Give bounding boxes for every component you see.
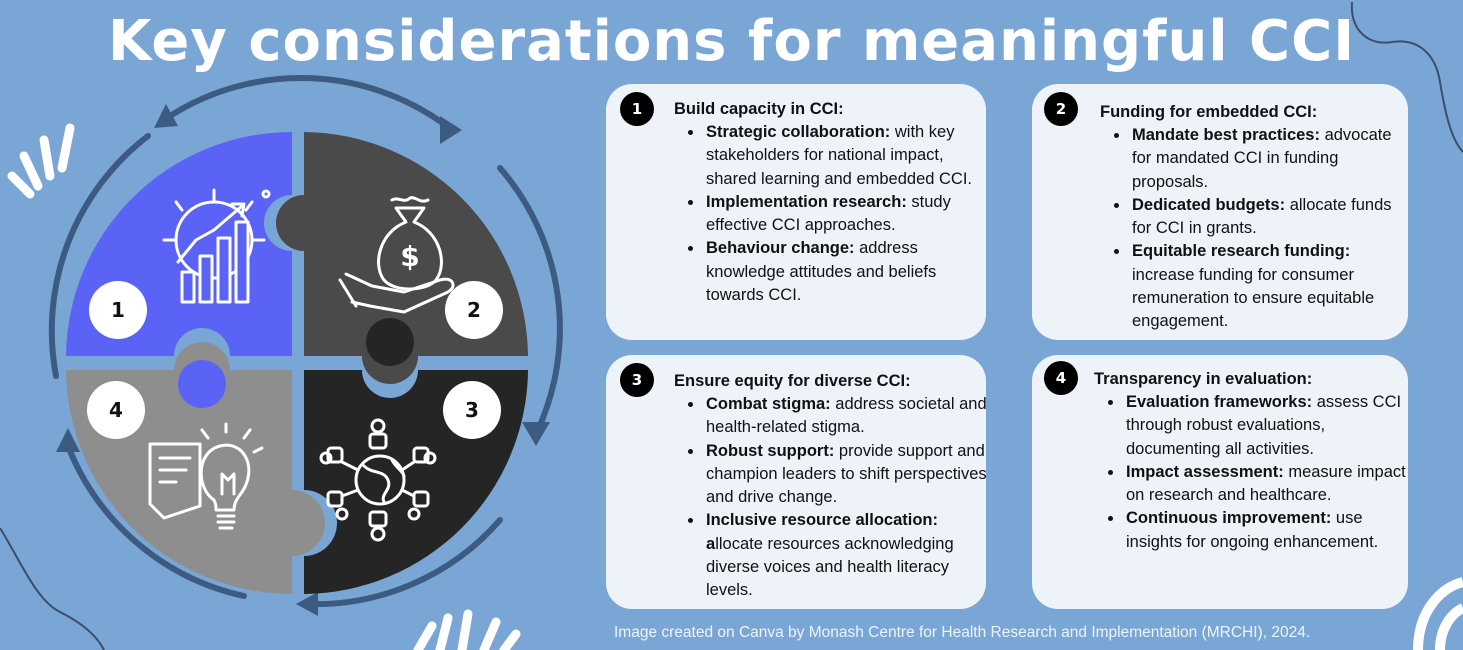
puzzle-nub-4-into-3 — [258, 499, 306, 547]
card-title: Ensure equity for diverse CCI: — [674, 372, 911, 390]
card-ensure-equity: 3 Ensure equity for diverse CCI: Combat … — [606, 355, 987, 609]
badge-number-3: 3 — [465, 398, 479, 422]
card-number-badge: 3 — [620, 363, 654, 397]
idea-document-lightbulb-icon — [148, 422, 264, 530]
arrowhead-4 — [296, 592, 318, 616]
image-credit: Image created on Canva by Monash Centre … — [614, 624, 1311, 641]
card-bullet-list: Strategic collaboration: with key stakeh… — [676, 121, 984, 307]
list-item: Inclusive resource allocation: allocate … — [704, 509, 994, 602]
list-item: Mandate best practices: advocate for man… — [1130, 124, 1410, 194]
list-item: Evaluation frameworks: assess CCI throug… — [1124, 391, 1420, 461]
cycle-arrow-left-upper — [48, 133, 151, 379]
puzzle-diagram: 1 2 3 4 $ — [48, 74, 563, 616]
list-item: Dedicated budgets: allocate funds for CC… — [1130, 194, 1410, 241]
card-title: Transparency in evaluation: — [1094, 370, 1313, 388]
puzzle-nub-1-into-4 — [178, 360, 226, 408]
list-item: Implementation research: study effective… — [704, 191, 984, 238]
puzzle-number-badges: 1 2 3 4 — [87, 281, 503, 439]
card-funding: 2 Funding for embedded CCI: Mandate best… — [1032, 84, 1408, 340]
badge-circle-4 — [87, 381, 145, 439]
list-item: Strategic collaboration: with key stakeh… — [704, 121, 984, 191]
squiggle-line-top-right — [1350, 1, 1463, 153]
list-item: Equitable research funding: increase fun… — [1130, 240, 1410, 333]
cycle-arrow-left — [65, 443, 247, 599]
card-title: Build capacity in CCI: — [674, 100, 844, 118]
arrowhead-5 — [56, 428, 80, 452]
list-item: Impact assessment: measure impact on res… — [1124, 461, 1420, 508]
cycle-arrows — [48, 74, 563, 608]
list-item: Robust support: provide support and cham… — [704, 440, 994, 510]
card-number-badge: 4 — [1044, 361, 1078, 395]
cycle-arrow-right — [497, 165, 563, 437]
card-bullet-list: Mandate best practices: advocate for man… — [1102, 124, 1410, 334]
card-transparency: 4 Transparency in evaluation: Evaluation… — [1032, 355, 1408, 609]
sparkle-strokes-left — [7, 123, 75, 199]
badge-number-1: 1 — [111, 298, 125, 322]
growth-chart-gear-icon — [162, 188, 271, 304]
cycle-arrowheads — [56, 104, 550, 616]
list-item: Continuous improvement: use insights for… — [1124, 507, 1420, 554]
cycle-arrow-top — [167, 74, 455, 133]
money-bag-hand-icon: $ — [338, 196, 455, 314]
white-arc-bottom-right-inner — [1435, 603, 1463, 650]
badge-number-4: 4 — [109, 398, 123, 422]
svg-text:$: $ — [400, 240, 419, 273]
puzzle-nub-2-into-1 — [294, 199, 342, 247]
cycle-arrow-bottom — [303, 517, 503, 608]
page-title: Key considerations for meaningful CCI — [107, 9, 1356, 74]
global-network-icon — [319, 418, 437, 542]
card-bullet-list: Combat stigma: address societal and heal… — [676, 393, 994, 603]
puzzle-nub-3-into-2 — [366, 318, 414, 366]
white-arc-bottom-right — [1413, 577, 1463, 650]
badge-circle-2 — [445, 281, 503, 339]
card-title: Funding for embedded CCI: — [1100, 103, 1318, 121]
arrowhead-2 — [440, 116, 462, 144]
arrowhead-3 — [522, 422, 550, 446]
card-build-capacity: 1 Build capacity in CCI: Strategic colla… — [606, 84, 986, 340]
card-bullet-list: Evaluation frameworks: assess CCI throug… — [1096, 391, 1420, 554]
card-number-badge: 2 — [1044, 92, 1078, 126]
card-number-badge: 1 — [620, 92, 654, 126]
list-item: Combat stigma: address societal and heal… — [704, 393, 994, 440]
squiggle-line-bottom-left — [0, 527, 105, 650]
badge-number-2: 2 — [467, 298, 481, 322]
badge-circle-1 — [89, 281, 147, 339]
sparkle-strokes-bottom — [413, 609, 521, 650]
badge-circle-3 — [443, 381, 501, 439]
puzzle-pieces — [66, 132, 528, 594]
arrowhead-1 — [154, 104, 178, 128]
list-item: Behaviour change: address knowledge atti… — [704, 237, 984, 307]
